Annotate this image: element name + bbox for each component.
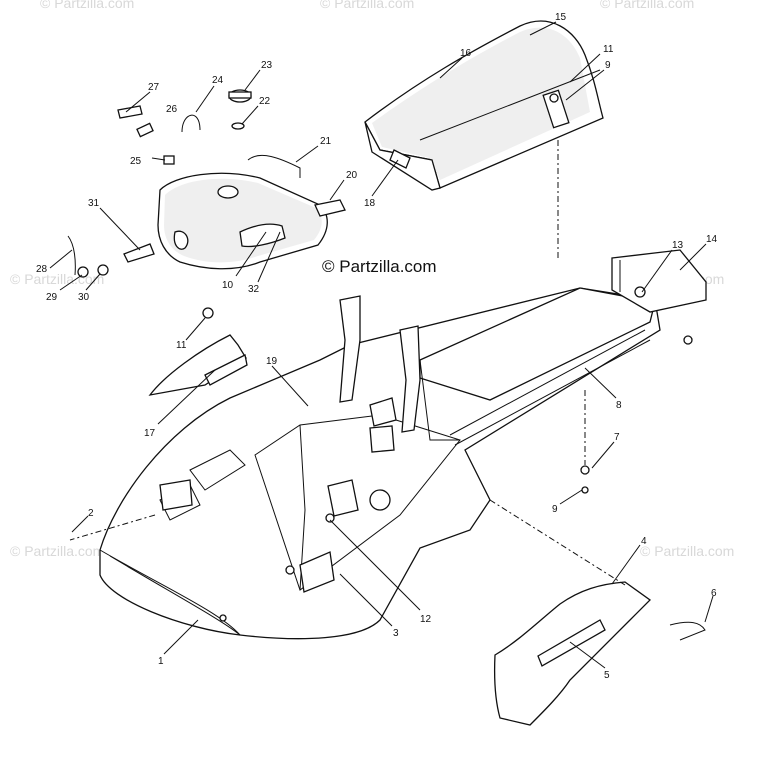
watermark: © Partzilla.com <box>600 0 694 11</box>
callout-8: 8 <box>616 400 622 411</box>
watermark: © Partzilla.com <box>640 543 734 559</box>
watermark: © Partzilla.com <box>320 0 414 11</box>
callout-6: 6 <box>711 588 717 599</box>
callout-11: 11 <box>603 44 614 55</box>
callout-31: 31 <box>88 198 100 209</box>
brand-watermark: © Partzilla.com <box>322 257 437 276</box>
callout-26: 26 <box>166 104 178 115</box>
leader-lines <box>49 21 714 669</box>
watermark: © Partzilla.com <box>40 0 134 11</box>
callout-labels: 15 16 11 9 23 24 27 26 22 21 25 20 18 31… <box>36 12 718 681</box>
callout-9: 9 <box>605 60 611 71</box>
callout-14: 14 <box>706 234 718 245</box>
callout-5: 5 <box>604 670 610 681</box>
guard <box>148 307 248 396</box>
callout-4: 4 <box>641 536 647 547</box>
callout-30: 30 <box>78 292 90 303</box>
seat <box>364 20 604 191</box>
callout-13: 13 <box>672 240 684 251</box>
callout-11: 11 <box>176 340 187 351</box>
callout-1: 1 <box>158 656 164 667</box>
fuel-tank <box>67 89 346 278</box>
callout-22: 22 <box>259 96 271 107</box>
callout-2: 2 <box>88 508 94 519</box>
callout-18: 18 <box>364 198 376 209</box>
callout-29: 29 <box>46 292 58 303</box>
callout-21: 21 <box>320 136 332 147</box>
watermark: © Partzilla.com <box>10 543 104 559</box>
callout-32: 32 <box>248 284 260 295</box>
callout-10: 10 <box>222 280 234 291</box>
callout-20: 20 <box>346 170 358 181</box>
callout-9: 9 <box>552 504 558 515</box>
callout-25: 25 <box>130 156 142 167</box>
callout-23: 23 <box>261 60 273 71</box>
callout-7: 7 <box>614 432 620 443</box>
callout-17: 17 <box>144 428 156 439</box>
callout-28: 28 <box>36 264 48 275</box>
callout-15: 15 <box>555 12 567 23</box>
chassis <box>99 249 707 640</box>
callout-3: 3 <box>393 628 399 639</box>
callout-12: 12 <box>420 614 432 625</box>
callout-24: 24 <box>212 75 224 86</box>
callout-27: 27 <box>148 82 160 93</box>
skid-plate <box>494 581 706 726</box>
callout-16: 16 <box>460 48 472 59</box>
callout-19: 19 <box>266 356 278 367</box>
